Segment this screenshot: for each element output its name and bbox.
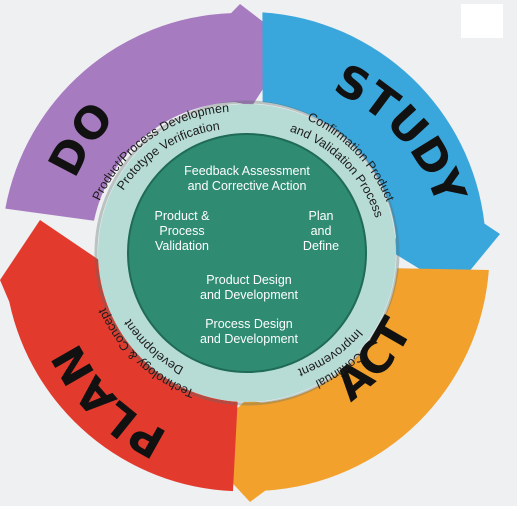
- validation-text: Product & Process Validation: [155, 209, 211, 253]
- product-design-text: Product Design and Development: [200, 273, 299, 302]
- ring-shadow: [94, 100, 400, 406]
- process-design-line2: and Development: [200, 332, 299, 346]
- feedback-line2: and Corrective Action: [188, 179, 307, 193]
- product-design-line2: and Development: [200, 288, 299, 302]
- plan-arrow: [0, 220, 238, 492]
- plan-define-text: Plan and Define: [303, 209, 339, 253]
- inner-core-edge: [127, 133, 367, 373]
- corner-patch: [461, 4, 503, 38]
- feedback-line1: Feedback Assessment: [184, 164, 310, 178]
- validation-line2: Process: [159, 224, 204, 238]
- plan-define-line3: Define: [303, 239, 339, 253]
- feedback-text: Feedback Assessment and Corrective Actio…: [184, 164, 310, 193]
- act-arrow: [198, 268, 489, 502]
- plan-define-line2: and: [311, 224, 332, 238]
- validation-line1: Product &: [155, 209, 211, 223]
- plan-define-line1: Plan: [308, 209, 333, 223]
- process-design-text: Process Design and Development: [200, 317, 299, 346]
- do-arrow: [5, 4, 293, 221]
- product-design-line1: Product Design: [206, 273, 292, 287]
- study-arrow: [262, 12, 500, 290]
- validation-line3: Validation: [155, 239, 209, 253]
- inner-core: [128, 134, 366, 372]
- process-design-line1: Process Design: [205, 317, 293, 331]
